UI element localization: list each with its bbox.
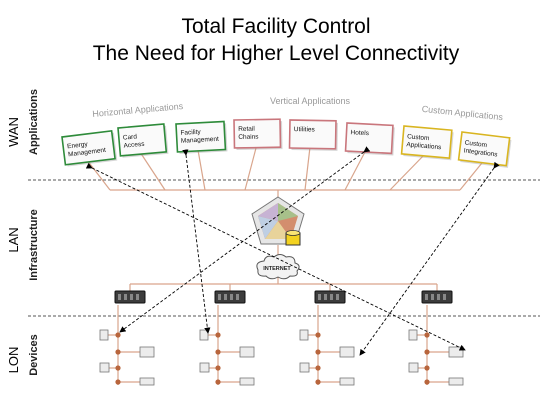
- app-label-custom-apps-line2: Applications: [406, 141, 442, 151]
- device-cluster-4: [408, 329, 464, 386]
- app-label-facility-line2: Management: [181, 136, 219, 145]
- group-heading-horizontal: Horizontal Applications: [92, 101, 184, 119]
- app-box-facility-management: Facility Management: [175, 120, 228, 154]
- gateway-routers: [114, 290, 453, 304]
- app-label-custom-int-line1: Custom: [464, 139, 487, 149]
- layer-label-applications: Applications: [28, 89, 40, 155]
- app-box-hotels: Hotels: [344, 122, 395, 156]
- app-label-energy-line1: Energy: [67, 141, 89, 151]
- layer-label-infrastructure: Infrastructure: [28, 209, 40, 281]
- app-label-custom-apps-line1: Custom: [407, 133, 430, 142]
- layer-label-lan: LAN: [6, 227, 21, 252]
- group-heading-vertical: Vertical Applications: [270, 96, 351, 106]
- device-nodes: [115, 332, 430, 385]
- app-label-utilities: Utilities: [294, 126, 316, 133]
- app-box-custom-applications: Custom Applications: [400, 125, 454, 161]
- device-cluster-2: [199, 329, 255, 386]
- gateway-router-2: [214, 290, 246, 304]
- title-line-1: Total Facility Control: [181, 15, 371, 38]
- app-box-retail-chains: Retail Chains: [233, 118, 283, 150]
- group-heading-custom: Custom Applications: [421, 104, 504, 123]
- app-label-card-line2: Access: [123, 141, 145, 150]
- app-box-card-access: Card Access: [117, 123, 169, 158]
- arrow-facility-to-device2: [182, 149, 211, 334]
- gateway-router-1: [114, 290, 146, 304]
- app-label-retail-line2: Chains: [238, 134, 259, 141]
- title-line-2: The Need for Higher Level Connectivity: [92, 42, 460, 65]
- app-box-utilities: Utilities: [288, 119, 338, 151]
- app-label-energy-line2: Management: [68, 147, 107, 159]
- gateway-router-4: [421, 290, 453, 304]
- app-label-hotels: Hotels: [350, 129, 370, 137]
- field-devices: [99, 329, 464, 386]
- device-cluster-3: [299, 329, 355, 386]
- app-label-facility-line1: Facility: [180, 129, 201, 137]
- device-cluster-1: [99, 329, 155, 386]
- layer-label-wan: WAN: [6, 117, 21, 147]
- data-flow-arrows: [85, 146, 500, 356]
- arrow-integrations-to-device3: [359, 161, 500, 356]
- app-label-card-line1: Card: [123, 133, 138, 141]
- app-box-custom-integrations: Custom Integrations: [457, 131, 512, 168]
- gateway-router-3: [314, 290, 346, 304]
- layer-label-devices: Devices: [28, 334, 40, 376]
- app-label-retail-line1: Retail: [238, 126, 255, 133]
- app-box-energy-management: Energy Management: [61, 130, 118, 167]
- infrastructure-hub: [251, 196, 305, 246]
- layer-label-lon: LON: [6, 347, 21, 374]
- arrow-hotels-to-device1: [119, 146, 371, 333]
- app-label-custom-int-line2: Integrations: [463, 147, 498, 158]
- internet-label: INTERNET: [263, 266, 291, 272]
